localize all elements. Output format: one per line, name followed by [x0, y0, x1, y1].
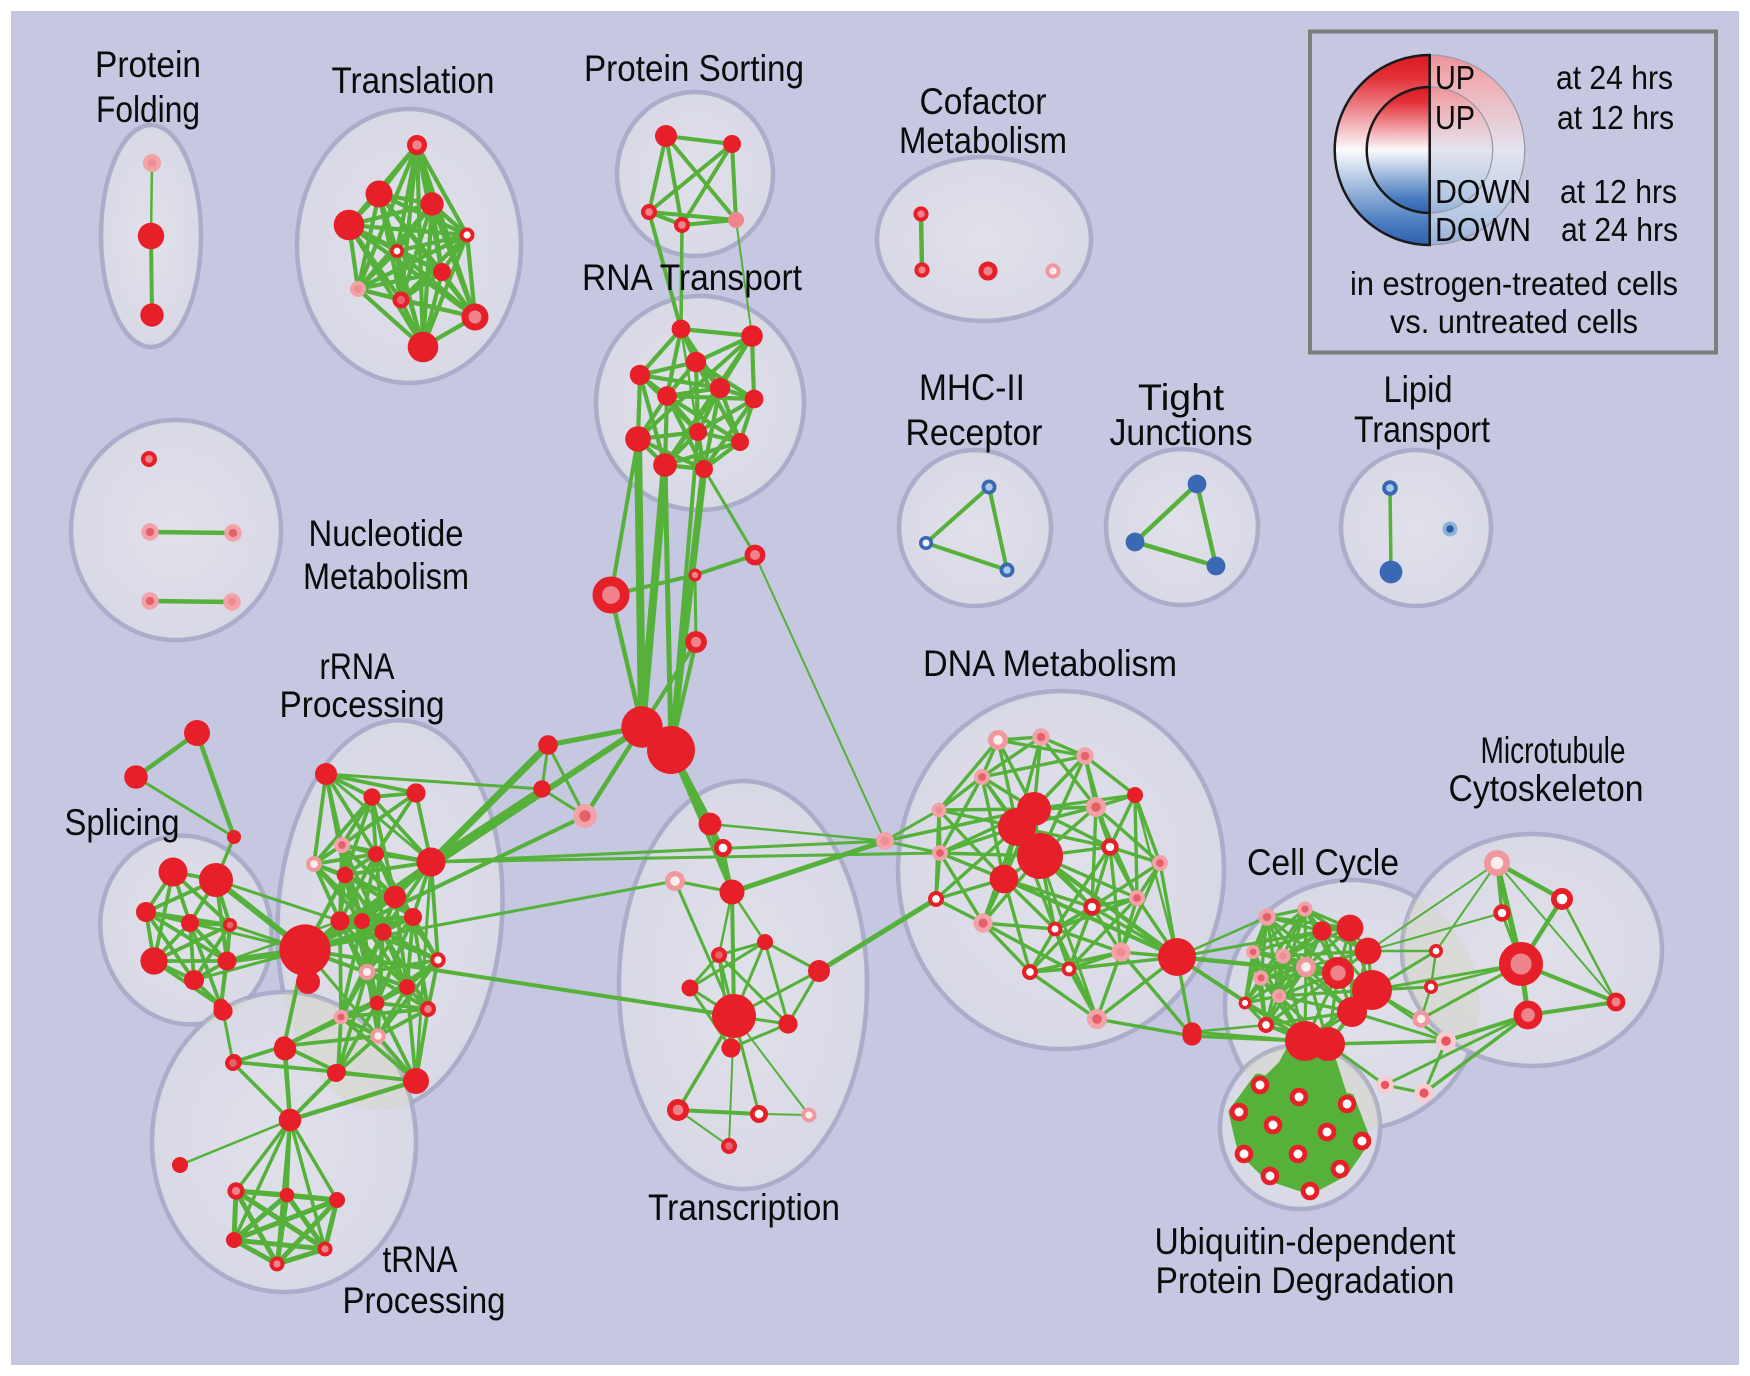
- svg-text:Metabolism: Metabolism: [303, 556, 469, 597]
- svg-text:Tight: Tight: [1138, 377, 1225, 418]
- svg-text:Protein: Protein: [95, 44, 201, 85]
- svg-text:Cofactor: Cofactor: [920, 81, 1047, 122]
- svg-text:Cytoskeleton: Cytoskeleton: [1449, 768, 1644, 809]
- svg-text:Cell Cycle: Cell Cycle: [1247, 842, 1399, 883]
- svg-text:at 12 hrs: at 12 hrs: [1557, 99, 1674, 136]
- svg-text:Junctions: Junctions: [1110, 412, 1253, 453]
- svg-text:Folding: Folding: [96, 89, 200, 130]
- svg-text:Microtubule: Microtubule: [1481, 730, 1626, 771]
- svg-text:Metabolism: Metabolism: [899, 120, 1067, 161]
- svg-text:Transport: Transport: [1354, 409, 1491, 450]
- svg-text:Transcription: Transcription: [648, 1187, 840, 1228]
- svg-text:Splicing: Splicing: [65, 802, 180, 843]
- svg-text:at 24 hrs: at 24 hrs: [1556, 59, 1673, 96]
- svg-text:DOWN: DOWN: [1435, 173, 1531, 210]
- svg-text:DNA Metabolism: DNA Metabolism: [923, 643, 1177, 684]
- svg-text:Lipid: Lipid: [1384, 369, 1453, 410]
- svg-text:Processing: Processing: [280, 684, 445, 725]
- svg-text:Translation: Translation: [332, 60, 495, 101]
- svg-text:UP: UP: [1435, 59, 1475, 96]
- svg-text:tRNA: tRNA: [383, 1239, 458, 1280]
- svg-text:vs. untreated cells: vs. untreated cells: [1390, 303, 1638, 340]
- svg-text:DOWN: DOWN: [1435, 211, 1531, 248]
- svg-text:at 24 hrs: at 24 hrs: [1561, 211, 1678, 248]
- svg-text:in estrogen-treated cells: in estrogen-treated cells: [1350, 265, 1678, 302]
- svg-text:MHC-II: MHC-II: [919, 367, 1025, 408]
- svg-text:Nucleotide: Nucleotide: [309, 513, 464, 554]
- svg-text:UP: UP: [1435, 99, 1475, 136]
- svg-text:rRNA: rRNA: [320, 646, 395, 687]
- svg-text:Receptor: Receptor: [906, 412, 1043, 453]
- svg-text:at 12 hrs: at 12 hrs: [1560, 173, 1677, 210]
- svg-text:Ubiquitin-dependent: Ubiquitin-dependent: [1155, 1221, 1457, 1262]
- svg-text:Protein Degradation: Protein Degradation: [1156, 1260, 1455, 1301]
- svg-text:RNA Transport: RNA Transport: [582, 257, 803, 298]
- svg-text:Protein Sorting: Protein Sorting: [584, 48, 804, 89]
- svg-text:Processing: Processing: [343, 1280, 506, 1321]
